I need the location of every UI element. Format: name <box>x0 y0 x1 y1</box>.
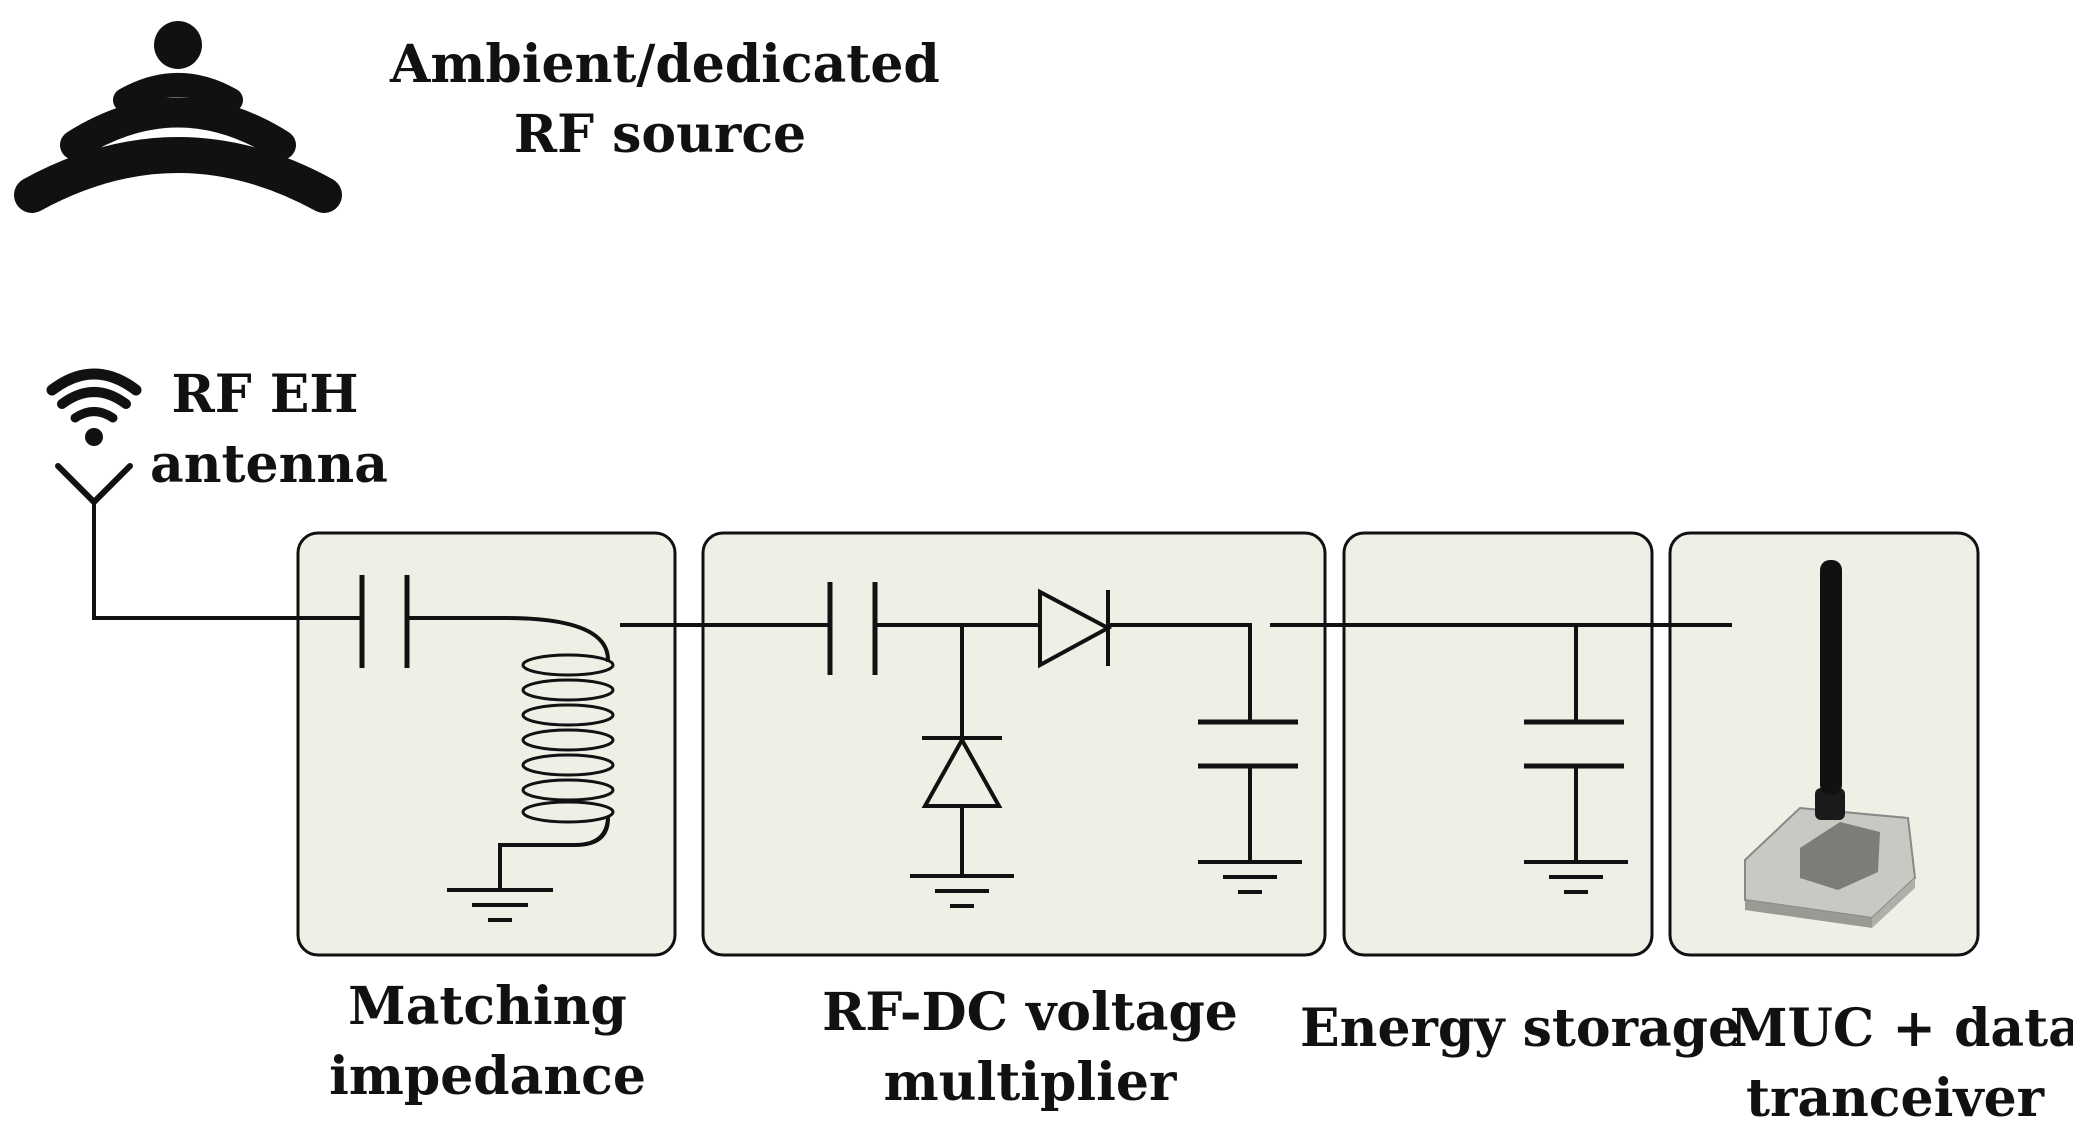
block-label-matching: Matching impedance <box>310 972 665 1112</box>
block-boxes <box>296 531 1980 957</box>
inductor-coil <box>521 653 615 824</box>
rf-source-label-line2: RF source <box>513 104 807 165</box>
block-label-mcu-line1: MUC + data <box>1730 998 2073 1059</box>
mcu-board-icon <box>1744 560 1917 928</box>
block-label-rectifier: RF-DC voltage multiplier <box>790 978 1270 1118</box>
diode-symbols <box>921 588 1113 808</box>
block-label-mcu: MUC + data tranceiver <box>1730 994 2073 1134</box>
block-label-storage-line1: Energy storage <box>1300 998 1742 1059</box>
block-label-storage: Energy storage <box>1300 994 1742 1064</box>
antenna-icon <box>46 368 142 507</box>
capacitor-symbols <box>359 575 1624 769</box>
antenna-label: RF EH antenna <box>150 360 388 500</box>
antenna-label-line1: RF EH <box>171 364 359 425</box>
wifi-signal-icon <box>14 21 342 213</box>
circuit-wires <box>92 500 1732 892</box>
block-label-mcu-line2: tranceiver <box>1745 1068 2045 1129</box>
rf-source-label-line1: Ambient/dedicated <box>390 34 940 95</box>
rf-dc-multiplier-block <box>701 531 1327 957</box>
block-label-rectifier-line2: multiplier <box>883 1052 1177 1113</box>
matching-impedance-block <box>296 531 677 957</box>
antenna-label-line2: antenna <box>150 434 388 495</box>
rf-source-label: Ambient/dedicated RF source <box>390 30 940 170</box>
block-label-matching-line2: impedance <box>329 1046 646 1107</box>
block-label-rectifier-line1: RF-DC voltage <box>822 982 1238 1043</box>
ground-symbols <box>447 860 1628 922</box>
energy-storage-block <box>1342 531 1654 957</box>
block-label-matching-line1: Matching <box>348 976 627 1037</box>
